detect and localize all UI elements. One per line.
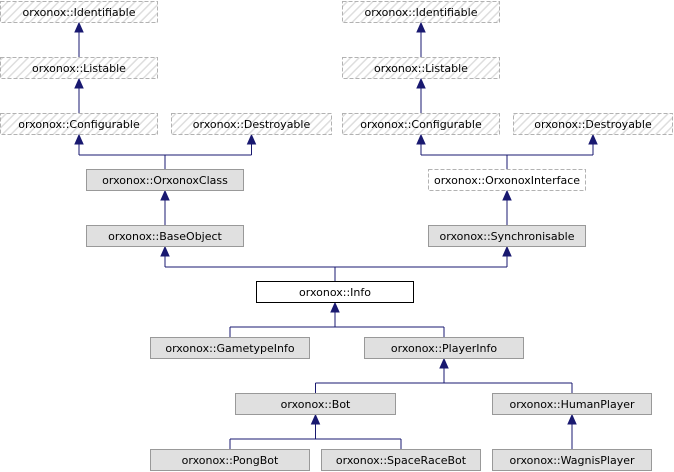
arrowhead-baseobject [160, 245, 170, 257]
class-node-box [492, 393, 652, 415]
arrowhead-playerinfo [439, 357, 449, 369]
class-node-label: orxonox::Listable [32, 62, 126, 75]
class-node-box [150, 449, 310, 471]
class-node-box [428, 169, 586, 191]
class-node-box [235, 393, 396, 415]
class-node-destroyable-l[interactable]: orxonox::Destroyable [171, 113, 332, 135]
class-node-orxonoxinterface[interactable]: orxonox::OrxonoxInterface [428, 169, 586, 191]
class-node-gametypeinfo[interactable]: orxonox::GametypeInfo [150, 337, 310, 359]
class-node-box [492, 449, 652, 471]
arrowhead-identifiable_l [74, 21, 84, 33]
class-node-label: orxonox::BaseObject [108, 230, 222, 243]
class-node-playerinfo[interactable]: orxonox::PlayerInfo [364, 337, 524, 359]
class-node-listable-r[interactable]: orxonox::Listable [342, 57, 500, 79]
class-node-listable-l[interactable]: orxonox::Listable [0, 57, 158, 79]
arrowhead-bot [310, 413, 321, 425]
class-node-box [342, 57, 500, 79]
class-node-label: orxonox::OrxonoxClass [102, 174, 228, 187]
class-node-label: orxonox::Info [299, 286, 371, 299]
class-node-label: orxonox::Bot [281, 398, 351, 411]
class-node-orxonoxclass[interactable]: orxonox::OrxonoxClass [86, 169, 244, 191]
class-node-label: orxonox::Identifiable [23, 6, 136, 19]
class-node-label: orxonox::SpaceRaceBot [336, 454, 467, 467]
class-node-box [0, 57, 158, 79]
class-node-label: orxonox::Destroyable [534, 118, 652, 131]
class-node-box [513, 113, 673, 135]
class-node-box [321, 449, 481, 471]
class-node-box [86, 225, 244, 247]
arrowhead-configurable_r [416, 133, 426, 145]
class-node-box [86, 169, 244, 191]
arrowhead-configurable_l [74, 133, 84, 145]
class-node-box [342, 113, 500, 135]
arrowhead-listable_l [74, 77, 84, 89]
class-node-box [0, 113, 158, 135]
arrowhead-listable_r [416, 77, 426, 89]
arrowhead-destroyable_r [588, 133, 598, 145]
arrowhead-synchronisable [502, 245, 512, 257]
class-node-baseobject[interactable]: orxonox::BaseObject [86, 225, 244, 247]
class-node-spaceracebot[interactable]: orxonox::SpaceRaceBot [321, 449, 481, 471]
arrowhead-orxonoxclass [160, 189, 170, 201]
class-node-box [171, 113, 332, 135]
arrowhead-humanplayer [567, 413, 577, 425]
class-node-label: orxonox::PongBot [182, 454, 279, 467]
arrowhead-orxonoxinterface [502, 189, 512, 201]
class-node-humanplayer[interactable]: orxonox::HumanPlayer [492, 393, 652, 415]
class-node-identifiable-r[interactable]: orxonox::Identifiable [342, 1, 500, 23]
class-node-info[interactable]: orxonox::Info [256, 281, 414, 303]
class-node-label: orxonox::Destroyable [193, 118, 311, 131]
class-node-label: orxonox::WagnisPlayer [509, 454, 635, 467]
class-node-box [428, 225, 586, 247]
class-node-label: orxonox::OrxonoxInterface [434, 174, 580, 187]
class-node-wagnisplayer[interactable]: orxonox::WagnisPlayer [492, 449, 652, 471]
class-node-label: orxonox::Configurable [360, 118, 482, 131]
class-node-pongbot[interactable]: orxonox::PongBot [150, 449, 310, 471]
class-node-box [256, 281, 414, 303]
class-node-box [364, 337, 524, 359]
class-node-label: orxonox::Listable [374, 62, 468, 75]
class-node-box [342, 1, 500, 23]
class-node-configurable-l[interactable]: orxonox::Configurable [0, 113, 158, 135]
class-node-configurable-r[interactable]: orxonox::Configurable [342, 113, 500, 135]
class-node-synchronisable[interactable]: orxonox::Synchronisable [428, 225, 586, 247]
inheritance-edges [74, 21, 598, 449]
class-node-label: orxonox::PlayerInfo [391, 342, 497, 355]
class-node-destroyable-r[interactable]: orxonox::Destroyable [513, 113, 673, 135]
class-node-label: orxonox::GametypeInfo [165, 342, 295, 355]
class-node-label: orxonox::Configurable [18, 118, 140, 131]
class-node-label: orxonox::Identifiable [365, 6, 478, 19]
arrowhead-info [330, 301, 340, 313]
class-node-box [150, 337, 310, 359]
class-node-bot[interactable]: orxonox::Bot [235, 393, 396, 415]
class-node-label: orxonox::Synchronisable [440, 230, 575, 243]
class-node-box [0, 1, 158, 23]
class-node-identifiable-l[interactable]: orxonox::Identifiable [0, 1, 158, 23]
class-node-label: orxonox::HumanPlayer [509, 398, 635, 411]
arrowhead-destroyable_l [246, 133, 257, 145]
arrowhead-identifiable_r [416, 21, 426, 33]
